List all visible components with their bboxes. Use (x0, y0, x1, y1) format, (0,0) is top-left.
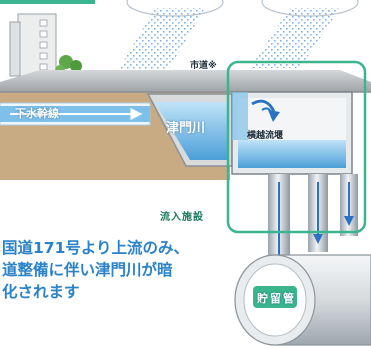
city-road-label: 市道※ (190, 61, 217, 71)
storage-pipe-label: 貯留管 (257, 292, 296, 305)
inflow-facility-outline (226, 60, 367, 234)
sewer-main-label: 下水幹線 (15, 107, 59, 120)
note-line-1: 国道171号より上流のみ、 (2, 239, 190, 257)
note-line-3: 化されます (2, 283, 80, 301)
rain-clouds (115, 0, 359, 75)
road-deck (0, 70, 371, 92)
header-accent-bar (0, 0, 95, 4)
weir-flow-arrows (250, 98, 280, 122)
inflow-facility-label: 流入施設 (160, 212, 204, 223)
overflow-weir-label: 横越流堰 (247, 131, 284, 141)
note-line-2: 道整備に伴い津門川が暗 (2, 261, 173, 279)
tsumon-river-label: 津門川 (166, 121, 206, 136)
building (9, 13, 82, 77)
storage-pipe (234, 254, 371, 346)
